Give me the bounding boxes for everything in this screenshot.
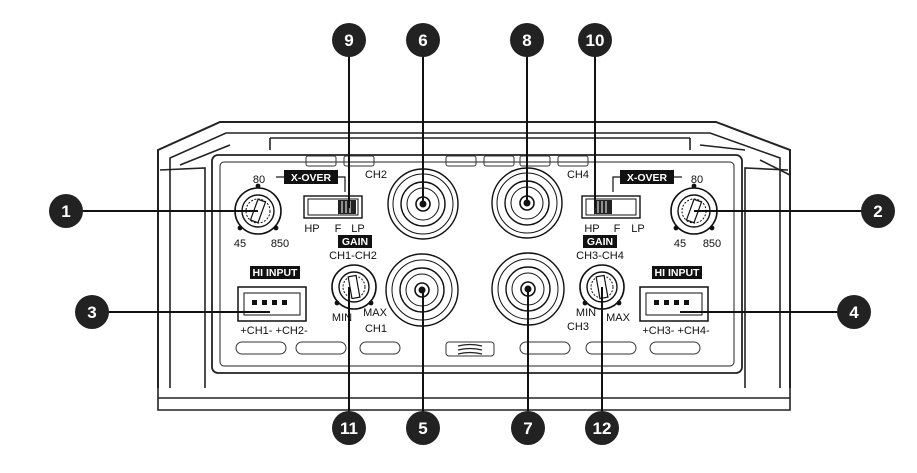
right-hi-input-tag: HI INPUT <box>652 266 702 279</box>
left-hi-input-tag-text: HI INPUT <box>253 267 299 279</box>
left-xover-tag: X-OVER <box>276 170 346 192</box>
right-filter-switch[interactable] <box>581 195 641 219</box>
right-xover-knob[interactable] <box>670 183 718 235</box>
right-xover-knob-min-label: 45 <box>674 238 686 250</box>
callout-7-number: 7 <box>523 419 532 438</box>
left-switch-lp-label: LP <box>351 223 364 235</box>
left-hi-input-pins-label: +CH1- +CH2- <box>240 325 308 337</box>
callout-7: 7 <box>511 411 545 445</box>
right-xover-knob-top-label: 80 <box>691 174 703 186</box>
callout-2-number: 2 <box>873 202 882 221</box>
callout-leader-lines <box>82 56 862 412</box>
left-gain-max-label: MAX <box>363 307 388 319</box>
right-switch-hp-label: HP <box>584 223 599 235</box>
left-xover-tag-text: X-OVER <box>291 172 332 184</box>
top-slot-strip <box>305 155 589 167</box>
right-switch-f-label: F <box>614 223 621 235</box>
rca-ch1-label: CH1 <box>365 323 387 335</box>
right-hi-input-connector[interactable] <box>639 286 709 322</box>
left-gain-min-label: MIN <box>332 312 352 324</box>
amplifier-housing <box>157 121 791 411</box>
left-hi-input-connector[interactable] <box>237 286 307 322</box>
left-xover-knob-max-label: 850 <box>271 238 289 250</box>
right-hi-input-pins-label: +CH3- +CH4- <box>642 325 710 337</box>
callout-4: 4 <box>837 295 871 329</box>
callout-10-number: 10 <box>586 31 605 50</box>
callout-5-number: 5 <box>418 419 427 438</box>
callout-8: 8 <box>510 23 544 57</box>
callout-5: 5 <box>406 411 440 445</box>
callout-1: 1 <box>49 194 83 228</box>
callout-11-number: 11 <box>340 419 358 438</box>
rca-jack-ch2[interactable] <box>387 168 459 240</box>
center-grille-icon <box>457 343 483 355</box>
right-gain-min-label: MIN <box>576 307 596 319</box>
callout-12-number: 12 <box>593 419 612 438</box>
left-gain-knob[interactable] <box>331 264 377 310</box>
callout-2: 2 <box>861 194 895 228</box>
bottom-slot-strip <box>235 341 701 357</box>
right-gain-tag-text: GAIN <box>587 236 613 248</box>
rca-ch3-label: CH3 <box>567 321 589 333</box>
right-hi-input-tag-text: HI INPUT <box>655 267 701 279</box>
callout-8-number: 8 <box>522 31 531 50</box>
callout-6: 6 <box>406 23 440 57</box>
callout-10: 10 <box>578 23 612 57</box>
callout-11: 11 <box>332 411 366 445</box>
right-gain-tag: GAIN <box>583 235 617 248</box>
right-xover-tag-text: X-OVER <box>627 172 668 184</box>
left-xover-knob[interactable] <box>234 183 282 235</box>
right-switch-lp-label: LP <box>631 223 644 235</box>
callout-12: 12 <box>585 411 619 445</box>
callout-9: 9 <box>332 23 366 57</box>
left-hi-input-tag: HI INPUT <box>250 266 300 279</box>
left-gain-tag: GAIN <box>338 235 372 248</box>
right-xover-tag: X-OVER <box>612 170 682 192</box>
rca-ch2-label: CH2 <box>365 169 387 181</box>
callout-4-number: 4 <box>849 303 859 322</box>
rca-ch4-label: CH4 <box>567 169 589 181</box>
left-gain-tag-text: GAIN <box>342 236 368 248</box>
callout-3: 3 <box>75 295 109 329</box>
left-xover-knob-top-label: 80 <box>253 174 265 186</box>
right-gain-max-label: MAX <box>606 312 631 324</box>
left-switch-hp-label: HP <box>304 223 319 235</box>
left-filter-switch[interactable] <box>303 195 363 219</box>
left-gain-channels-label: CH1-CH2 <box>329 250 377 262</box>
callout-1-number: 1 <box>61 202 70 221</box>
right-gain-channels-label: CH3-CH4 <box>576 250 624 262</box>
callout-3-number: 3 <box>87 303 96 322</box>
right-xover-knob-max-label: 850 <box>703 238 721 250</box>
callout-6-number: 6 <box>418 31 427 50</box>
left-switch-f-label: F <box>335 223 342 235</box>
callout-9-number: 9 <box>344 31 353 50</box>
left-xover-knob-min-label: 45 <box>234 238 246 250</box>
